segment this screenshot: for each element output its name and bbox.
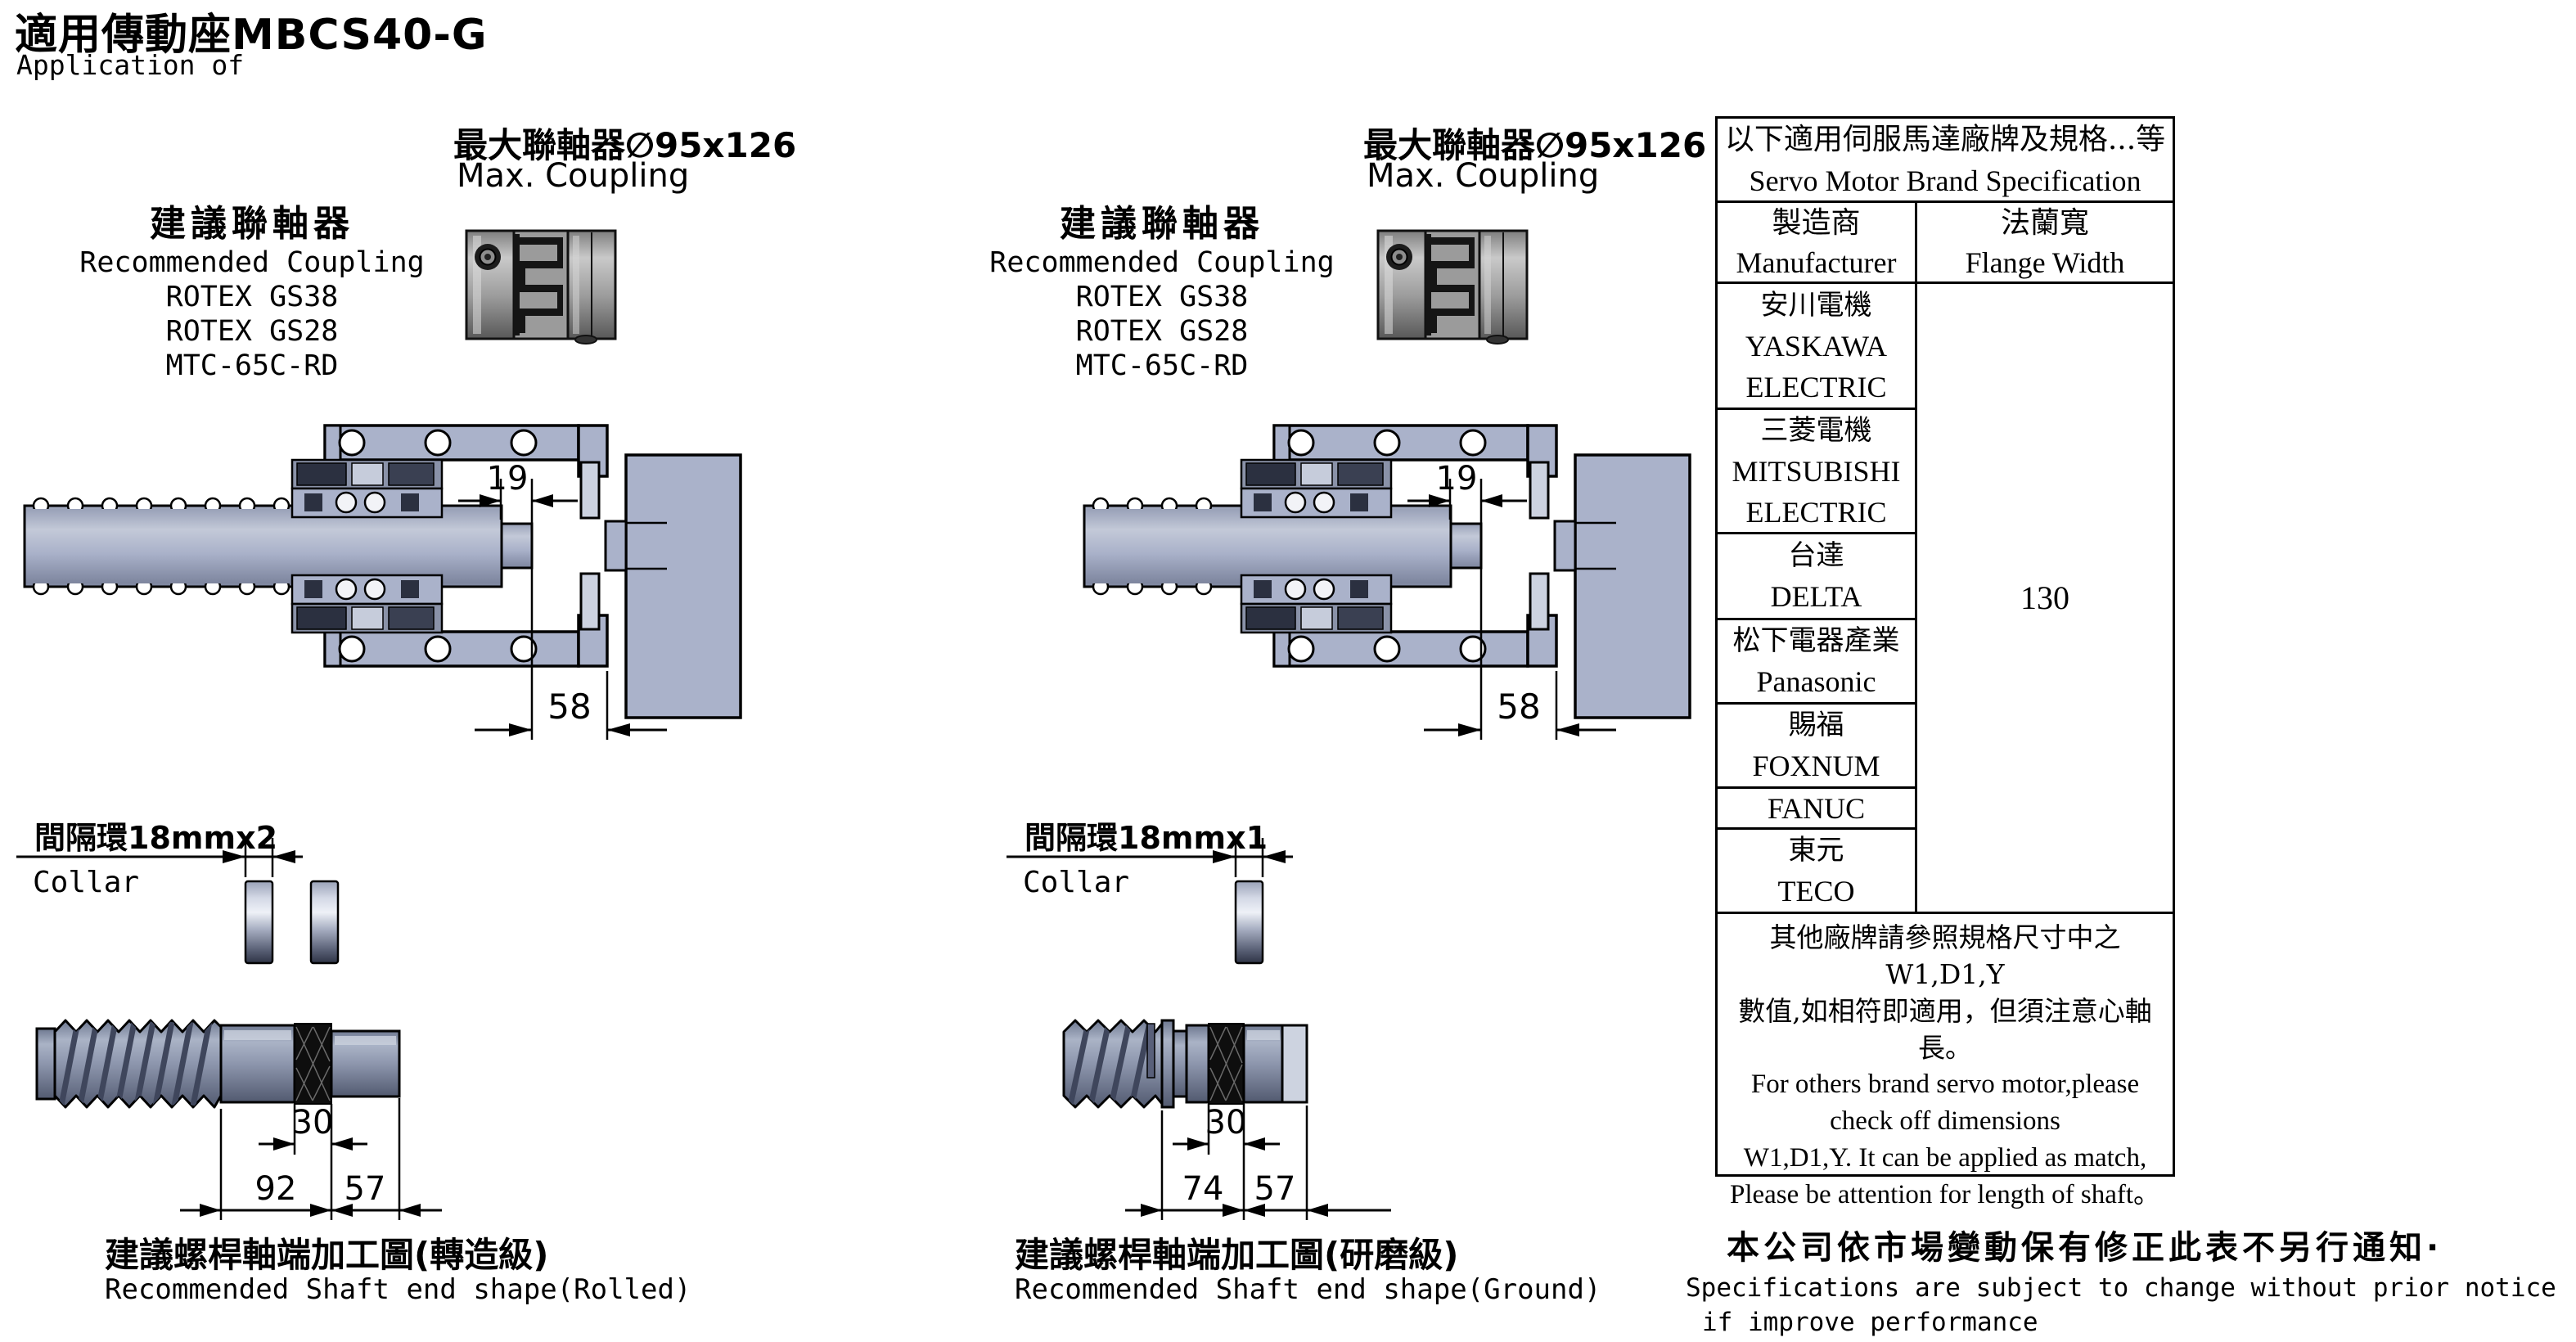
- left-shaft-end-drawing: 30 92 57: [35, 1019, 442, 1220]
- column-header-manufacturer-en: Manufacturer: [1736, 246, 1897, 279]
- note-line: check off dimensions: [1830, 1106, 2060, 1136]
- column-header-manufacturer: 製造商 Manufacturer: [1718, 203, 1917, 281]
- manufacturer-name: MITSUBISHI: [1732, 454, 1901, 488]
- right-dim-57: 57: [1254, 1170, 1296, 1208]
- left-max-coupling-label-zh: 最大聯軸器∅95x126: [453, 125, 797, 165]
- right-caption-zh: 建議螺桿軸端加工圖(研磨級): [1015, 1235, 1459, 1275]
- table-row: 安川電機 YASKAWA ELECTRIC: [1718, 284, 1915, 410]
- right-dim-58: 58: [1497, 687, 1540, 727]
- left-recommended-label-en: Recommended Coupling: [79, 246, 425, 279]
- right-recommended-label-zh: 建議聯軸器: [1060, 203, 1264, 245]
- right-collar-label-en: Collar: [1023, 866, 1130, 899]
- left-recommended-label-zh: 建議聯軸器: [150, 203, 354, 245]
- right-coupling-model: ROTEX GS28: [1075, 315, 1249, 348]
- right-recommended-coupling-block: 建議聯軸器 Recommended Coupling ROTEX GS38 RO…: [982, 203, 1342, 383]
- spec-table-title-zh: 以下適用伺服馬達廠牌及規格...等: [1724, 123, 2166, 156]
- left-caption-zh: 建議螺桿軸端加工圖(轉造級): [105, 1235, 549, 1275]
- manufacturer-name: 松下電器產業: [1732, 624, 1900, 657]
- manufacturer-name: ELECTRIC: [1745, 495, 1887, 529]
- left-collar-label-en: Collar: [33, 866, 140, 899]
- collar-ring: [1234, 880, 1264, 965]
- manufacturer-name: Panasonic: [1756, 665, 1876, 698]
- spec-table-column-headers: 製造商 Manufacturer 法蘭寬 Flange Width: [1718, 203, 2173, 284]
- collar-ring: [309, 880, 340, 965]
- spec-table-title: 以下適用伺服馬達廠牌及規格...等 Servo Motor Brand Spec…: [1718, 119, 2173, 203]
- left-dim-19: 19: [487, 460, 529, 498]
- left-coupling-model: ROTEX GS38: [165, 281, 339, 313]
- table-row: 松下電器產業 Panasonic: [1718, 620, 1915, 705]
- left-coupling-model: ROTEX GS28: [165, 315, 339, 348]
- table-row: 賜福 FOXNUM: [1718, 705, 1915, 789]
- manufacturer-name: 賜福: [1788, 709, 1844, 741]
- right-coupling-model: ROTEX GS38: [1075, 281, 1249, 313]
- servo-spec-table: 以下適用伺服馬達廠牌及規格...等 Servo Motor Brand Spec…: [1715, 116, 2175, 1209]
- left-dim-57: 57: [345, 1170, 386, 1208]
- flange-width-value: 130: [2020, 579, 2069, 616]
- manufacturer-name: 三菱電機: [1760, 413, 1872, 447]
- right-max-coupling-label-zh: 最大聯軸器∅95x126: [1363, 125, 1707, 165]
- manufacturer-name: FANUC: [1767, 791, 1866, 825]
- left-bearing-housing-drawing: 19 58: [23, 424, 742, 741]
- manufacturer-column: 安川電機 YASKAWA ELECTRIC 三菱電機 MITSUBISHI EL…: [1718, 284, 1917, 912]
- manufacturer-name: 東元: [1788, 834, 1844, 867]
- right-dim-74: 74: [1182, 1170, 1224, 1208]
- left-collar-label-zh: 間隔環18mmx2: [34, 820, 278, 856]
- column-header-flange-zh: 法蘭寬: [2000, 206, 2089, 240]
- note-line: 其他廠牌請參照規格尺寸中之W1,D1,Y: [1769, 921, 2121, 990]
- column-header-flange-width: 法蘭寬 Flange Width: [1917, 203, 2173, 281]
- right-coupling-image: [1376, 229, 1529, 345]
- change-notice-en-line1: Specifications are subject to change wit…: [1686, 1273, 2556, 1303]
- right-max-coupling-label-en: Max. Coupling: [1367, 157, 1600, 195]
- spec-table-title-en: Servo Motor Brand Specification: [1749, 164, 2141, 197]
- right-bearing-housing-drawing: 19 58: [1083, 424, 1691, 741]
- manufacturer-name: 台達: [1788, 539, 1844, 572]
- note-line: For others brand servo motor,please: [1750, 1070, 2140, 1099]
- left-coupling-model: MTC-65C-RD: [165, 349, 339, 382]
- left-dim-92: 92: [255, 1170, 297, 1208]
- right-dim-30: 30: [1205, 1104, 1247, 1142]
- manufacturer-name: 安川電機: [1760, 288, 1872, 322]
- right-shaft-end-drawing: 30 74 57: [1062, 1019, 1391, 1220]
- right-collar-label-zh: 間隔環18mmx1: [1025, 820, 1268, 856]
- right-recommended-label-en: Recommended Coupling: [989, 246, 1335, 279]
- left-dim-58: 58: [547, 687, 591, 727]
- manufacturer-name: FOXNUM: [1752, 750, 1880, 782]
- spec-table-note: 其他廠牌請參照規格尺寸中之W1,D1,Y 數值,如相符即適用，但須注意心軸長。 …: [1718, 912, 2173, 1218]
- right-coupling-model: MTC-65C-RD: [1075, 349, 1249, 382]
- right-collar-drawing: [1007, 838, 1293, 965]
- right-caption-en: Recommended Shaft end shape(Ground): [1015, 1273, 1601, 1306]
- manufacturer-name: DELTA: [1770, 580, 1862, 613]
- left-max-coupling-label-en: Max. Coupling: [457, 157, 690, 195]
- manufacturer-name: YASKAWA: [1745, 329, 1888, 363]
- table-row: FANUC: [1718, 789, 1915, 830]
- note-line: Please be attention for length of shaft。: [1729, 1180, 2161, 1209]
- table-row: 東元 TECO: [1718, 830, 1915, 912]
- note-line: 數值,如相符即適用，但須注意心軸長。: [1738, 995, 2152, 1064]
- left-collar-drawing: [16, 838, 340, 965]
- table-row: 台達 DELTA: [1718, 534, 1915, 620]
- right-dim-19: 19: [1436, 460, 1478, 498]
- left-recommended-coupling-block: 建議聯軸器 Recommended Coupling ROTEX GS38 RO…: [72, 203, 432, 383]
- manufacturer-name: ELECTRIC: [1745, 370, 1887, 403]
- column-header-manufacturer-zh: 製造商: [1772, 206, 1861, 240]
- left-caption-en: Recommended Shaft end shape(Rolled): [105, 1273, 691, 1306]
- spec-table-body: 安川電機 YASKAWA ELECTRIC 三菱電機 MITSUBISHI EL…: [1718, 284, 2173, 912]
- page-title: 適用傳動座MBCS40-G: [15, 11, 488, 60]
- manufacturer-name: TECO: [1777, 875, 1855, 907]
- table-row: 三菱電機 MITSUBISHI ELECTRIC: [1718, 410, 1915, 534]
- note-line: W1,D1,Y. It can be applied as match,: [1743, 1143, 2147, 1173]
- change-notice-en-line2: if improve performance: [1702, 1308, 2038, 1337]
- column-header-flange-en: Flange Width: [1965, 246, 2125, 279]
- flange-width-merged-cell: 130: [1917, 284, 2173, 912]
- page-subtitle: Application of: [16, 49, 245, 81]
- left-dim-30: 30: [292, 1104, 334, 1142]
- change-notice-zh: 本公司依市場變動保有修正此表不另行通知·: [1727, 1229, 2443, 1267]
- collar-ring: [244, 880, 274, 965]
- left-coupling-image: [465, 229, 617, 345]
